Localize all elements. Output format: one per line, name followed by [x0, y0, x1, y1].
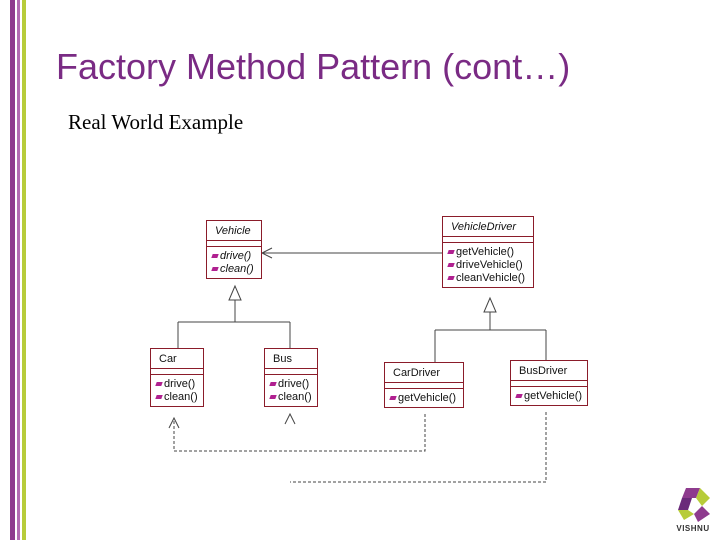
- class-bus-driver: BusDriver getVehicle(): [510, 360, 588, 406]
- class-name: Bus: [265, 349, 317, 369]
- class-car: Car drive() clean(): [150, 348, 204, 407]
- generalization-triangle-driver: [483, 296, 497, 313]
- operation: drive(): [212, 250, 258, 263]
- logo-text: VISHNU: [676, 524, 710, 533]
- attributes-compartment: [151, 369, 203, 375]
- class-vehicle-driver: VehicleDriver getVehicle() driveVehicle(…: [442, 216, 534, 288]
- class-name: CarDriver: [385, 363, 463, 383]
- left-accent-bar-light-purple: [17, 0, 20, 540]
- dependency-cardriver-car: [173, 414, 426, 452]
- operation: clean(): [156, 391, 200, 404]
- class-name: Car: [151, 349, 203, 369]
- generalization-triangle-vehicle: [228, 284, 242, 301]
- class-vehicle: Vehicle drive() clean(): [206, 220, 262, 279]
- attributes-compartment: [443, 237, 533, 243]
- class-name: VehicleDriver: [443, 217, 533, 237]
- class-bus: Bus drive() clean(): [264, 348, 318, 407]
- attributes-compartment: [207, 241, 261, 247]
- attributes-compartment: [385, 383, 463, 389]
- attributes-compartment: [265, 369, 317, 375]
- operations-compartment: getVehicle(): [385, 389, 463, 407]
- class-name: BusDriver: [511, 361, 587, 381]
- operations-compartment: drive() clean(): [151, 375, 203, 406]
- slide-title: Factory Method Pattern (cont…): [56, 46, 571, 87]
- operation: getVehicle(): [516, 390, 584, 403]
- operation: clean(): [212, 263, 258, 276]
- operation: driveVehicle(): [448, 259, 530, 272]
- operations-compartment: drive() clean(): [207, 247, 261, 278]
- operation: getVehicle(): [390, 392, 460, 405]
- dependency-arrowhead-car: [168, 416, 180, 429]
- operation: cleanVehicle(): [448, 272, 530, 285]
- dependency-arrowhead-bus: [284, 412, 296, 425]
- left-accent-bar-purple: [10, 0, 15, 540]
- left-accent-bar-green: [22, 0, 26, 540]
- class-name: Vehicle: [207, 221, 261, 241]
- operation: getVehicle(): [448, 246, 530, 259]
- vishnu-logo-icon: [678, 488, 710, 522]
- operations-compartment: drive() clean(): [265, 375, 317, 406]
- attributes-compartment: [511, 381, 587, 387]
- operation: drive(): [270, 378, 314, 391]
- dependency-busdriver-bus: [290, 412, 547, 483]
- slide-subtitle: Real World Example: [68, 110, 244, 134]
- class-car-driver: CarDriver getVehicle(): [384, 362, 464, 408]
- operations-compartment: getVehicle() driveVehicle() cleanVehicle…: [443, 243, 533, 287]
- operation: clean(): [270, 391, 314, 404]
- operation: drive(): [156, 378, 200, 391]
- operations-compartment: getVehicle(): [511, 387, 587, 405]
- association-arrowhead: [260, 247, 273, 259]
